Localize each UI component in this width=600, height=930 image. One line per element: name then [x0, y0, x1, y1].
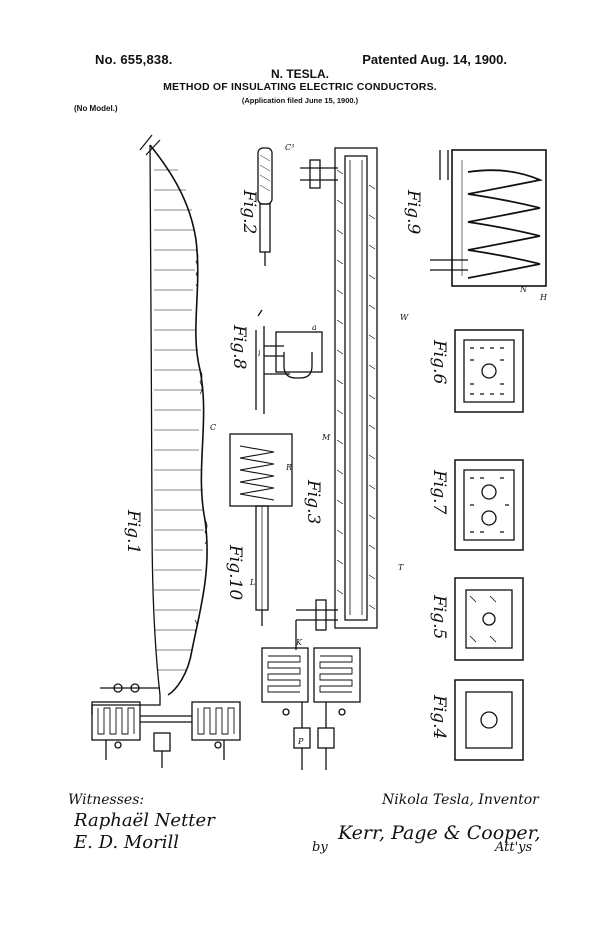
ref-c: C [210, 423, 216, 432]
ref-t: T [398, 563, 404, 572]
fig8-label: Fig.8 [229, 324, 249, 370]
ref-m: M [321, 433, 331, 442]
fig4-drawing [454, 679, 524, 761]
ref-l: L [249, 578, 255, 587]
fig5-label: Fig.5 [429, 594, 449, 639]
fig3-heater-assembly [261, 647, 361, 770]
witness-signature-2: E. D. Morill [74, 832, 179, 853]
fig1-label: Fig.1 [123, 509, 143, 554]
ref-k: K [295, 638, 303, 647]
fig3-label: Fig.3 [303, 479, 323, 524]
fig2-label: Fig.2 [239, 189, 259, 234]
inventor-name: N. TESLA. [270, 67, 329, 81]
fig9-label: Fig.9 [403, 189, 423, 235]
fig4-label: Fig.4 [429, 694, 449, 739]
inventor-signature: Nikola Tesla, Inventor [382, 792, 539, 808]
witness-signature-1: Raphaël Netter [74, 810, 215, 831]
fig7-label: Fig.7 [429, 469, 449, 515]
fig6-drawing [454, 329, 524, 413]
ref-a: a [312, 323, 317, 332]
fig10-drawing [229, 433, 293, 626]
ref-h: H [539, 293, 548, 302]
fig9-drawing [430, 149, 547, 287]
no-model-note: (No Model.) [74, 104, 118, 113]
ref-w: W [400, 313, 409, 322]
fig1-cable-drawing [91, 134, 208, 715]
fig7-drawing [454, 459, 524, 551]
ref-r: R [285, 463, 292, 472]
attorneys-signature: Kerr, Page & Cooper, [338, 822, 541, 844]
fig3-channel-drawing [295, 147, 378, 650]
document-title: METHOD OF INSULATING ELECTRIC CONDUCTORS… [163, 81, 437, 93]
patent-date: Patented Aug. 14, 1900. [362, 52, 507, 67]
fig2-cable-drawing [257, 147, 273, 266]
ref-p: P [297, 737, 304, 746]
ref-c3: C³ [285, 143, 294, 152]
attorneys-label: Att'ys [495, 840, 533, 855]
by-label: by [312, 840, 328, 855]
ref-i: i [258, 349, 261, 358]
fig5-drawing [454, 577, 524, 661]
fig6-label: Fig.6 [429, 339, 449, 385]
ref-n: N [519, 285, 528, 294]
application-filed: (Application filed June 15, 1900.) [241, 96, 359, 105]
patent-number: No. 655,838. [95, 52, 173, 67]
witnesses-label: Witnesses: [68, 792, 145, 808]
fig10-label: Fig.10 [225, 544, 245, 600]
fig1-heater-assembly [91, 683, 241, 768]
fig8-drawing [255, 309, 323, 414]
